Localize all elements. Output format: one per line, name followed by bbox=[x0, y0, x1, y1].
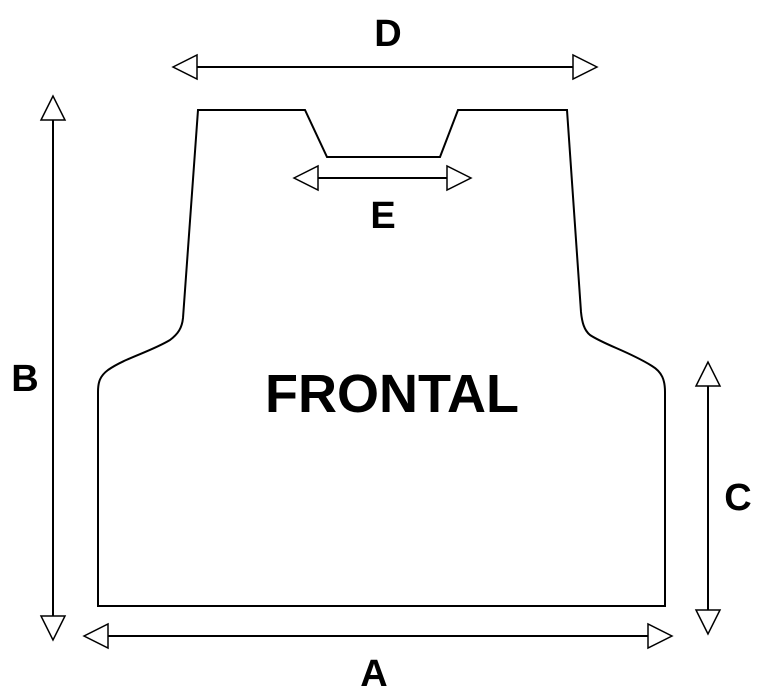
dimension-b: B bbox=[11, 94, 67, 642]
figure-title: FRONTAL bbox=[265, 364, 519, 424]
dimension-c: C bbox=[694, 360, 752, 636]
arrow-right-icon bbox=[446, 164, 473, 192]
arrow-left-icon bbox=[171, 53, 198, 81]
label-c: C bbox=[724, 477, 751, 519]
label-e: E bbox=[370, 195, 395, 237]
arrow-down-icon bbox=[39, 615, 67, 642]
arrow-up-icon bbox=[694, 360, 722, 387]
dimension-d: D bbox=[171, 13, 599, 81]
arrow-down-icon bbox=[694, 609, 722, 636]
dimension-e: E bbox=[292, 164, 473, 237]
label-a: A bbox=[360, 653, 387, 692]
label-b: B bbox=[11, 358, 38, 400]
dimension-a: A bbox=[82, 622, 674, 692]
garment-outline bbox=[97, 109, 666, 607]
arrow-right-icon bbox=[647, 622, 674, 650]
arrow-left-icon bbox=[82, 622, 109, 650]
label-d: D bbox=[374, 13, 401, 55]
arrow-right-icon bbox=[572, 53, 599, 81]
arrow-left-icon bbox=[292, 164, 319, 192]
arrow-up-icon bbox=[39, 94, 67, 121]
